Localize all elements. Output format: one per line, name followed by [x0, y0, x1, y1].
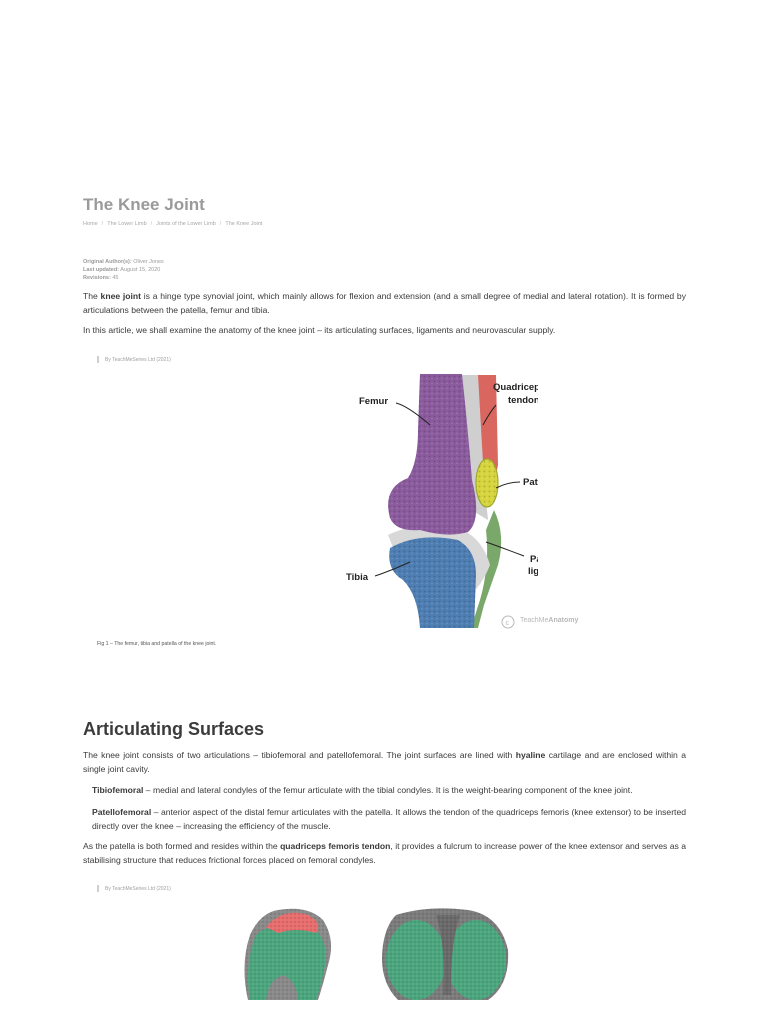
watermark-bold: Anatomy	[548, 617, 579, 624]
meta-revisions-label: Revisions:	[83, 275, 111, 281]
knee-sagittal-figure: Femur Quadriceps femoris tendon Patella …	[258, 370, 582, 632]
list-item-text: – medial and lateral condyles of the fem…	[143, 785, 633, 795]
section-text: As the patella is both formed and reside…	[83, 841, 281, 851]
patella-leader	[495, 481, 521, 489]
articular-surfaces-figure	[238, 905, 528, 1005]
breadcrumb: Home/The Lower Limb/Joints of the Lower …	[83, 221, 262, 227]
list-item-term: Tibiofemoral	[92, 785, 144, 795]
tibia-texture	[389, 537, 476, 628]
figure-credit: By TeachMeSeries Ltd (2021)	[97, 356, 171, 363]
breadcrumb-current: The Knee Joint	[225, 221, 263, 227]
intro-paragraph-2: In this article, we shall examine the an…	[83, 325, 556, 335]
breadcrumb-separator: /	[150, 221, 153, 227]
list-item-text: – anterior aspect of the distal femur ar…	[92, 807, 686, 831]
femur-texture	[388, 374, 477, 535]
breadcrumb-home[interactable]: Home	[83, 221, 98, 227]
section-heading: Articulating Surfaces	[83, 719, 265, 739]
articular-surfaces-diagram	[244, 908, 509, 1000]
copyright-glyph: c	[506, 620, 510, 627]
label-tibia: Tibia	[346, 572, 369, 583]
section-text: , it provides a fulcrum to increase powe…	[83, 841, 686, 865]
figure-credit: By TeachMeSeries Ltd (2021)	[97, 885, 171, 892]
label-femur: Femur	[359, 396, 388, 407]
breadcrumb-lower-limb[interactable]: The Lower Limb	[107, 221, 147, 227]
breadcrumb-joints[interactable]: Joints of the Lower Limb	[156, 221, 216, 227]
patella-texture	[476, 459, 498, 507]
knee-diagram: Femur Quadriceps femoris tendon Patella …	[346, 374, 582, 629]
meta-updated: Last updated: August 15, 2020	[83, 266, 164, 274]
list-item-patellofemoral: Patellofemoral – anterior aspect of the …	[92, 805, 686, 833]
list-item-term: Patellofemoral	[92, 807, 152, 817]
figure-credit-text: By TeachMeSeries Ltd (2021)	[105, 885, 171, 892]
breadcrumb-separator: /	[101, 221, 104, 227]
femur-leader	[395, 402, 431, 426]
meta-updated-label: Last updated:	[83, 267, 120, 273]
femur-inferior-texture	[382, 908, 509, 1000]
figure-caption: Fig 1 – The femur, tibia and patella of …	[97, 641, 217, 647]
watermark-pre: TeachMe	[520, 617, 549, 624]
copyright-icon	[501, 615, 515, 629]
meta-revisions-value[interactable]: 45	[112, 275, 119, 281]
breadcrumb-separator: /	[219, 221, 222, 227]
patella-ligament-shape	[471, 510, 502, 628]
meta-updated-value: August 15, 2020	[120, 267, 161, 273]
tibia-leader	[374, 561, 411, 577]
section-paragraph-1: The knee joint consists of two articulat…	[83, 748, 686, 776]
credit-icon	[97, 885, 99, 892]
section-text: cartilage and are enclosed within a sing…	[83, 750, 686, 774]
meta-author-label: Original Author(s):	[83, 259, 132, 265]
meta-revisions: Revisions: 45	[83, 274, 164, 282]
page-title: The Knee Joint	[83, 195, 205, 214]
quad-leader	[482, 404, 497, 426]
label-ligament-line1: Patella	[530, 554, 538, 565]
list-item-tibiofemoral: Tibiofemoral – medial and lateral condyl…	[92, 783, 686, 797]
section-text: The knee joint consists of two articulat…	[83, 750, 516, 760]
intro-bold-term: knee joint	[100, 291, 142, 301]
meta-author-value[interactable]: Oliver Jones	[133, 259, 164, 265]
section-paragraph-2: As the patella is both formed and reside…	[83, 839, 686, 867]
section-bold-term: quadriceps femoris tendon	[280, 841, 391, 851]
meta-author: Original Author(s): Oliver Jones	[83, 258, 164, 266]
intro-text: is a hinge type synovial joint, which ma…	[83, 291, 686, 315]
label-quadriceps-line2: tendon	[508, 395, 538, 406]
credit-icon	[97, 356, 99, 363]
label-patella: Patella	[523, 477, 538, 488]
intro-paragraph-1: The knee joint is a hinge type synovial …	[83, 289, 686, 317]
section-bold-term: hyaline	[515, 750, 546, 760]
article-meta: Original Author(s): Oliver Jones Last up…	[83, 258, 164, 282]
figure-credit-text: By TeachMeSeries Ltd (2021)	[105, 356, 171, 363]
femur-lateral-texture	[244, 908, 332, 1000]
ligament-leader	[485, 541, 525, 557]
label-ligament-line2: ligament	[528, 566, 538, 577]
watermark: TeachMeAnatomy	[520, 617, 578, 624]
label-quadriceps-line1: Quadriceps femoris	[493, 382, 538, 393]
intro-text: The	[83, 291, 101, 301]
